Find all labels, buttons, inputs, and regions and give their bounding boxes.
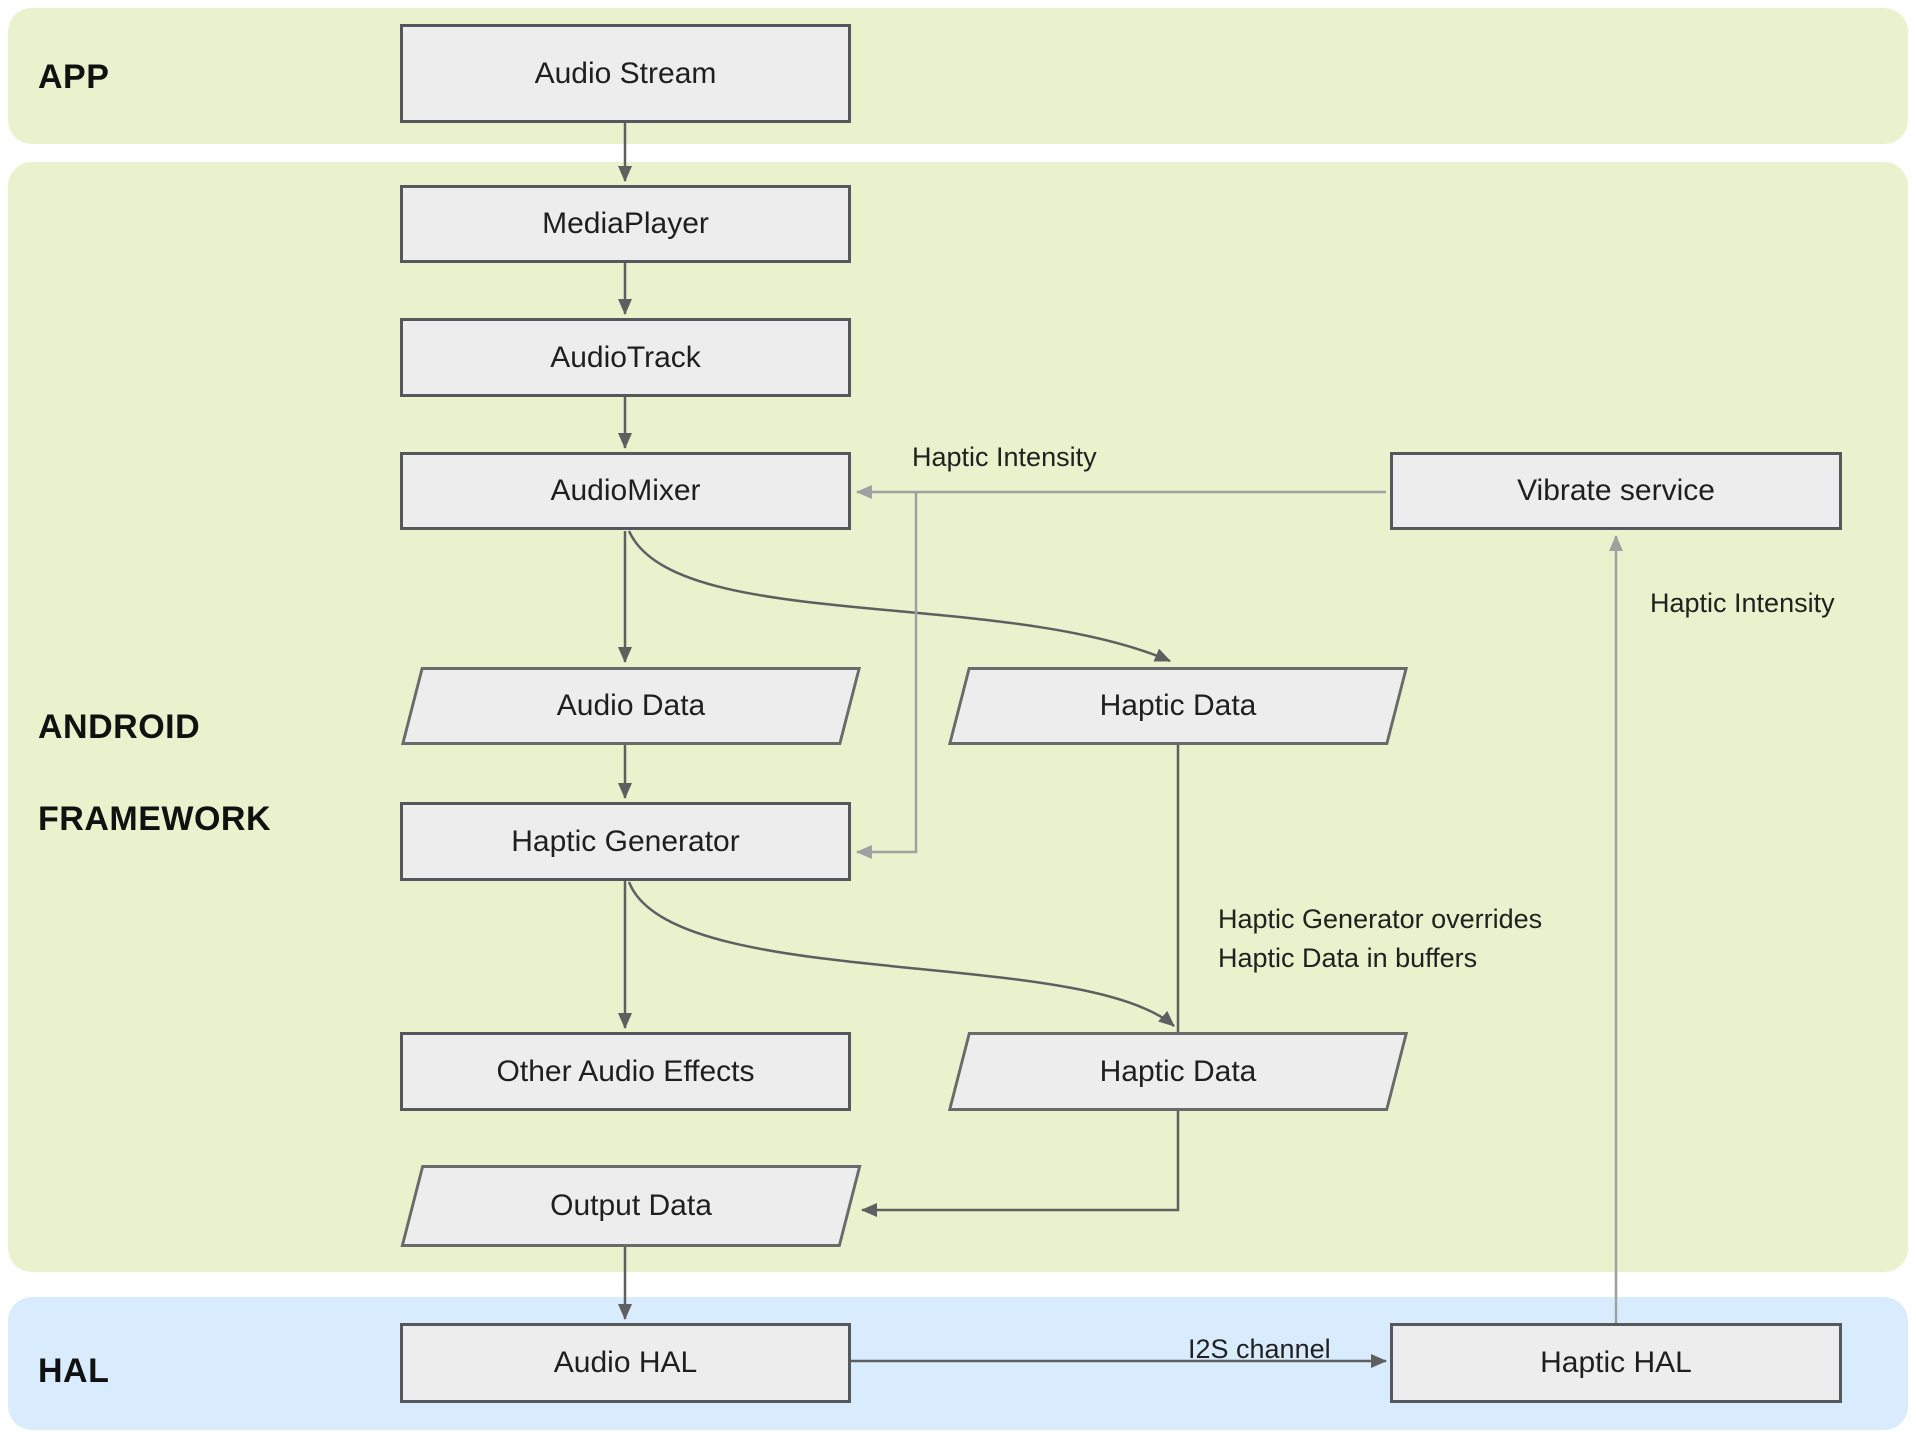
node-haptic-data-2-label: Haptic Data [1099, 1054, 1257, 1088]
node-audio-hal: Audio HAL [400, 1323, 851, 1403]
node-media-player: MediaPlayer [400, 185, 851, 263]
band-app [8, 8, 1908, 144]
node-audio-mixer: AudioMixer [400, 452, 851, 530]
node-media-player-label: MediaPlayer [542, 207, 709, 240]
node-audio-track: AudioTrack [400, 318, 851, 397]
node-audio-data-label: Audio Data [556, 689, 706, 722]
band-label-hal: HAL [38, 1352, 110, 1390]
label-haptic-intensity-to-vibrate: Haptic Intensity [1650, 588, 1835, 618]
band-label-app: APP [38, 58, 110, 96]
label-override-note-line1: Haptic Generator overrides [1218, 904, 1543, 934]
label-override-note-line2: Haptic Data in buffers [1218, 943, 1478, 973]
node-output-data: Output Data [400, 1165, 862, 1247]
label-i2s-channel: I2S channel [1188, 1334, 1331, 1364]
node-audio-stream: Audio Stream [400, 24, 851, 123]
node-haptic-data-1-label: Haptic Data [1099, 689, 1257, 722]
band-label-framework: FRAMEWORK [38, 800, 272, 838]
node-output-data-label: Output Data [550, 1189, 712, 1222]
node-vibrate-service-label: Vibrate service [1517, 474, 1715, 507]
node-audio-hal-label: Audio HAL [553, 1346, 698, 1379]
node-haptic-data-1: Haptic Data [947, 667, 1409, 745]
node-haptic-hal: Haptic HAL [1390, 1323, 1842, 1403]
band-label-android-framework: ANDROID FRAMEWORK [38, 658, 271, 888]
node-audio-data: Audio Data [400, 667, 862, 745]
node-other-audio-effects: Other Audio Effects [400, 1032, 851, 1111]
node-audio-track-label: AudioTrack [550, 340, 701, 374]
node-haptic-hal-label: Haptic HAL [1540, 1346, 1692, 1379]
label-haptic-intensity-to-mixer: Haptic Intensity [912, 442, 1097, 472]
band-label-android: ANDROID [38, 708, 201, 746]
node-audio-stream-label: Audio Stream [534, 56, 717, 90]
node-haptic-generator: Haptic Generator [400, 802, 851, 881]
node-vibrate-service: Vibrate service [1390, 452, 1842, 530]
node-other-audio-effects-label: Other Audio Effects [496, 1054, 755, 1088]
label-override-note: Haptic Generator overrides Haptic Data i… [1218, 900, 1542, 978]
node-haptic-generator-label: Haptic Generator [511, 824, 740, 858]
node-audio-mixer-label: AudioMixer [550, 474, 701, 507]
node-haptic-data-2: Haptic Data [947, 1032, 1409, 1111]
